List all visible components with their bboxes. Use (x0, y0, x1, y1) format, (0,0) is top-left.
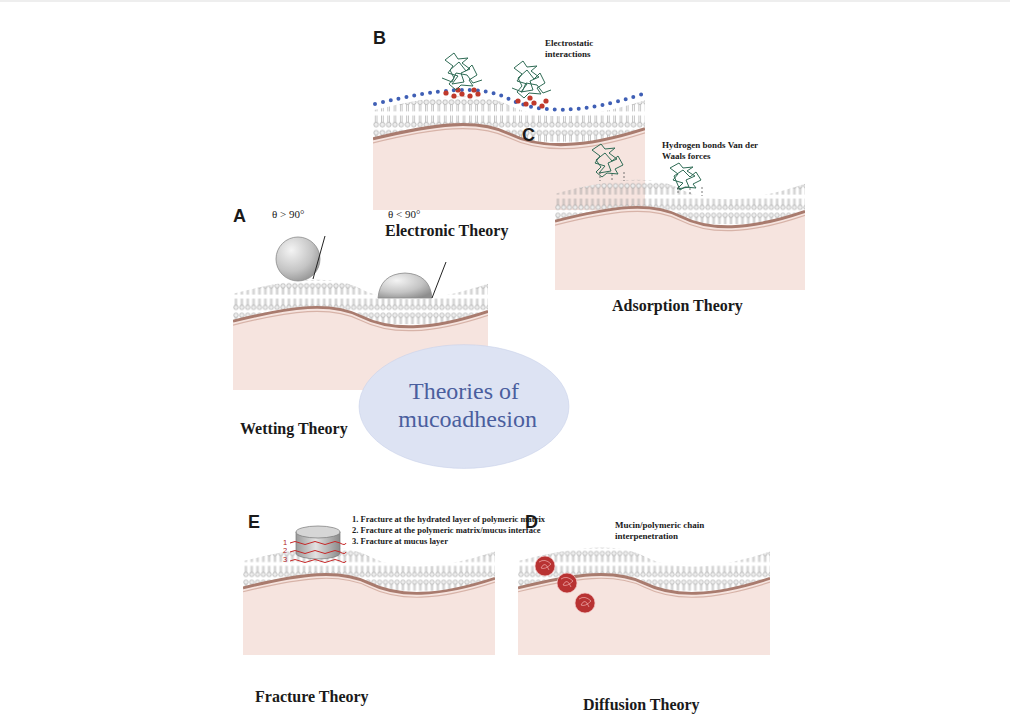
theory-name: Fracture Theory (255, 688, 369, 706)
fracture-note: 2. Fracture at the polymeric matrix/mucu… (352, 525, 540, 535)
angle-label: θ > 90° (272, 208, 304, 220)
annotation: Hydrogen bonds Van der Waals forces (662, 140, 767, 162)
node-body: Theories of mucoadhesion (358, 344, 570, 469)
callout-number: 1 (283, 539, 287, 547)
theory-name: Wetting Theory (240, 420, 348, 438)
node-title: Theories of mucoadhesion (398, 378, 529, 433)
panel-letter: A (233, 206, 246, 227)
theory-name: Diffusion Theory (583, 696, 700, 714)
panel-letter: D (525, 512, 538, 533)
annotation: Electrostatic interactions (545, 38, 617, 60)
panel-letter: C (522, 125, 535, 146)
central-ellipse: Theories of mucoadhesion (358, 344, 570, 469)
fracture-note: 3. Fracture at mucus layer (352, 536, 448, 546)
panel-letter: E (248, 512, 260, 533)
annotation: Mucin/polymeric chain interpenetration (615, 520, 740, 542)
theory-name: Electronic Theory (385, 222, 508, 240)
callout-number: 3 (283, 556, 287, 564)
callout-number: 2 (283, 547, 287, 555)
panel-letter: B (373, 28, 386, 49)
fracture-note: 1. Fracture at the hydrated layer of pol… (352, 514, 545, 524)
theory-name: Adsorption Theory (612, 297, 743, 315)
angle-label: θ < 90° (388, 208, 420, 220)
